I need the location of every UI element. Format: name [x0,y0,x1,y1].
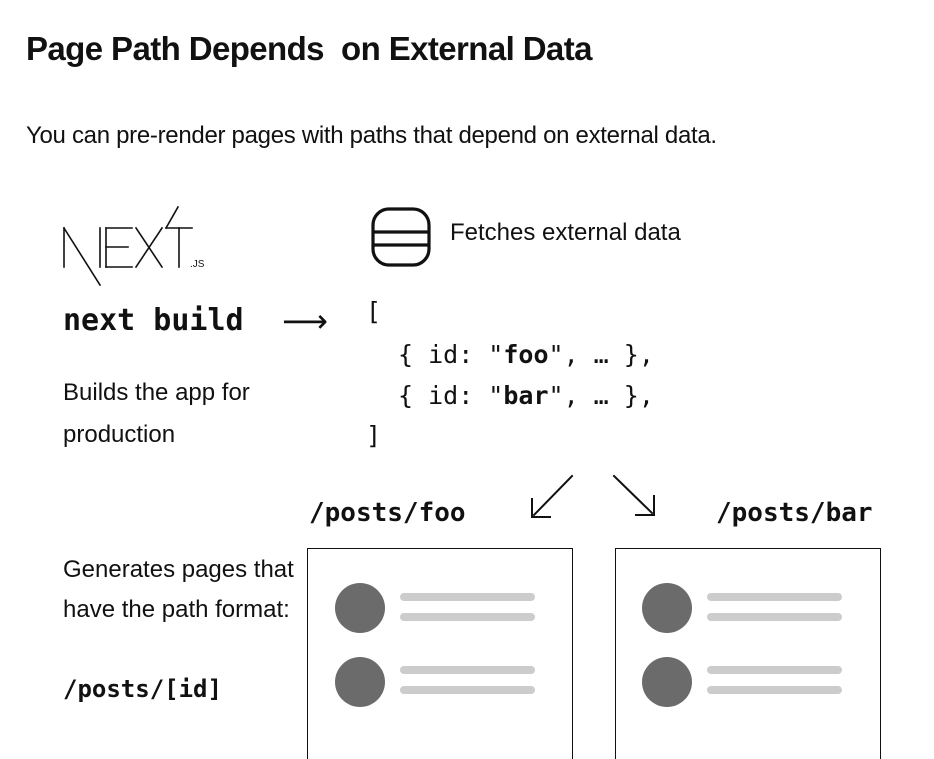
text-line-placeholder [400,593,535,601]
right-arrow-icon: ⟶ [282,303,328,339]
avatar-placeholder [642,583,692,633]
build-command: next build [63,303,244,338]
text-line-placeholder [707,666,842,674]
code-line-bar: { id: "bar", … }, [398,381,654,410]
path-format: /posts/[id] [63,675,222,703]
text-line-placeholder [707,613,842,621]
text-line-placeholder [400,613,535,621]
build-description: Builds the app for production [63,379,250,448]
nextjs-logo: .JS [62,205,212,292]
page-title: Page Path Depends on External Data [26,30,592,67]
code-id-value: bar [503,381,549,410]
split-arrows-icon [520,468,660,529]
nextjs-suffix: .JS [190,259,205,270]
avatar-placeholder [642,657,692,707]
code-open-bracket: [ [366,297,382,326]
code-id-value: foo [503,340,549,369]
database-icon [371,207,433,274]
path-label-foo: /posts/foo [309,498,466,528]
code-close-bracket: ] [366,421,382,450]
text-line-placeholder [707,593,842,601]
avatar-placeholder [335,657,385,707]
code-line-foo: { id: "foo", … }, [398,340,654,369]
page-card-bar [615,548,881,759]
text-line-placeholder [400,666,535,674]
text-line-placeholder [400,686,535,694]
page-card-foo [307,548,573,759]
page-subtitle: You can pre-render pages with paths that… [26,122,717,149]
fetch-label: Fetches external data [450,219,681,246]
path-label-bar: /posts/bar [716,498,873,528]
avatar-placeholder [335,583,385,633]
text-line-placeholder [707,686,842,694]
generate-description: Generates pages that have the path forma… [63,556,294,623]
